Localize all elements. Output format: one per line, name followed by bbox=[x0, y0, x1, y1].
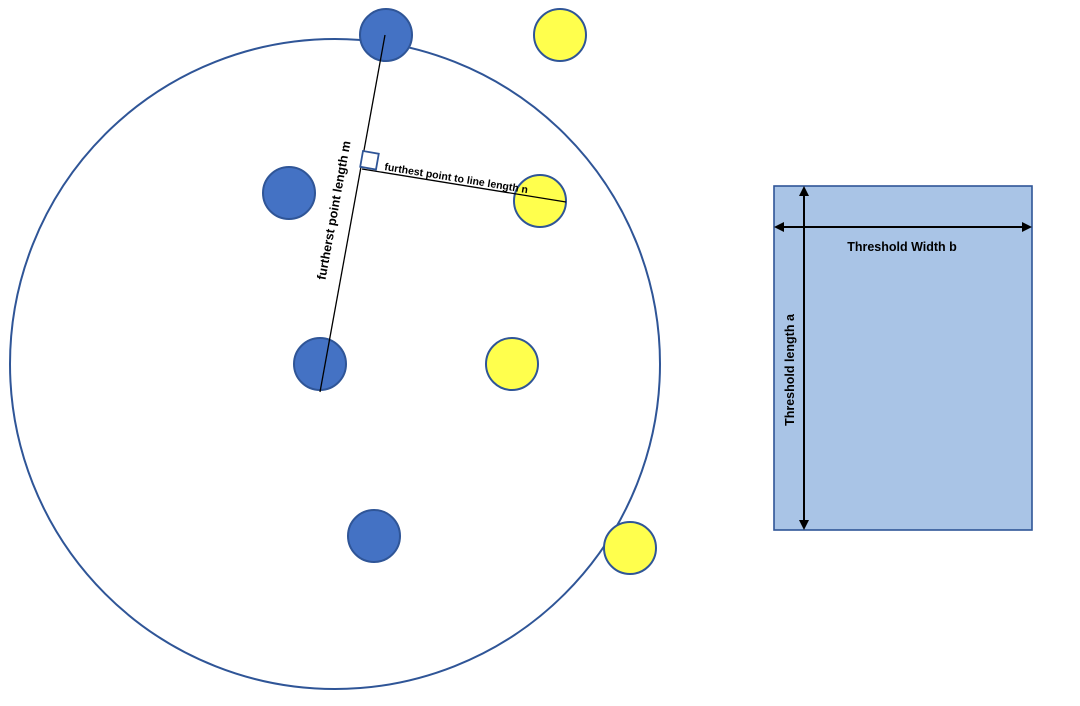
threshold-width-label: Threshold Width b bbox=[847, 240, 957, 254]
threshold-length-label: Threshold length a bbox=[783, 313, 797, 426]
label-m: furtherst point length m bbox=[315, 140, 354, 281]
bounding-circle bbox=[9, 38, 661, 690]
blue-point bbox=[262, 166, 316, 220]
line-m bbox=[319, 34, 386, 393]
points-group bbox=[262, 8, 657, 575]
label-n: furthest point to line length n bbox=[384, 161, 529, 196]
right-angle-marker bbox=[359, 149, 380, 171]
blue-point bbox=[359, 8, 413, 62]
line-n bbox=[361, 168, 567, 203]
yellow-point bbox=[513, 174, 567, 228]
yellow-point bbox=[485, 337, 539, 391]
threshold-rectangle bbox=[773, 185, 1033, 531]
yellow-point bbox=[603, 521, 657, 575]
yellow-point bbox=[533, 8, 587, 62]
blue-point bbox=[347, 509, 401, 563]
blue-point bbox=[293, 337, 347, 391]
